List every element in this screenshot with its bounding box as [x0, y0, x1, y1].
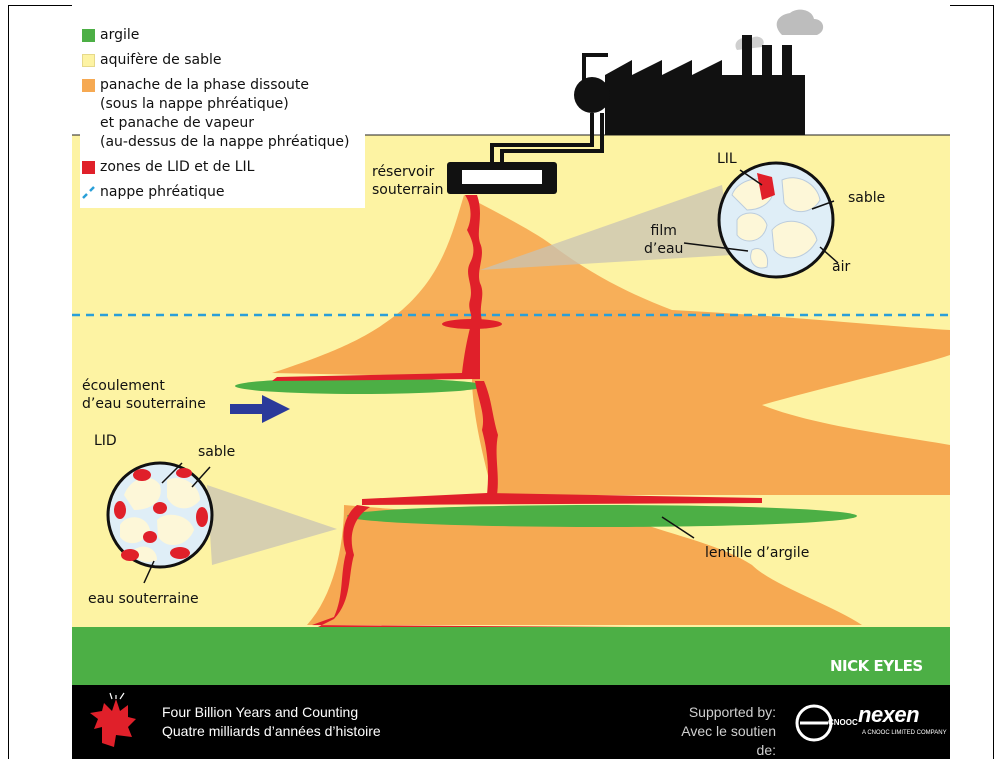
- contamination-diagram: [72, 5, 950, 759]
- legend-item-water-table: nappe phréatique: [80, 183, 365, 202]
- legend-label: aquifère de sable: [100, 52, 222, 68]
- legend-label: et panache de vapeur: [100, 115, 255, 131]
- legend-item-napl: zones de LID et de LIL: [80, 158, 365, 177]
- plume-swatch: [82, 79, 95, 92]
- supported-fr: Avec le soutien de:: [681, 723, 776, 758]
- water-table-swatch: [82, 186, 95, 199]
- title-fr: Quatre milliards d’années d’histoire: [162, 723, 381, 739]
- groundwater-label: eau souterraine: [88, 591, 199, 607]
- zoom-cone-lower: [207, 485, 337, 565]
- lil-label: LIL: [717, 151, 737, 167]
- legend-label: panache de la phase dissoute: [100, 77, 310, 93]
- zoom-circle-saturated: [106, 461, 214, 569]
- sable-bottom-label: sable: [198, 444, 236, 460]
- legend-item-clay: argile: [80, 26, 365, 45]
- legend-item-sand: aquifère de sable: [80, 51, 365, 70]
- clay-swatch: [82, 29, 95, 42]
- dissolved-plume-lower: [307, 505, 862, 625]
- air-label: air: [832, 259, 851, 275]
- clay-lens-label: lentille d’argile: [705, 545, 810, 561]
- dissolved-plume-upper: [272, 310, 950, 495]
- legend-label: (au-dessus de la nappe phréatique): [100, 134, 350, 150]
- sand-swatch: [82, 54, 95, 67]
- zoom-cone-upper: [480, 185, 732, 270]
- credit-label: NICK EYLES: [830, 657, 923, 675]
- nexen-logo: nexen: [858, 702, 920, 727]
- factory-icon: [490, 9, 824, 165]
- supported-en: Supported by:: [688, 704, 776, 720]
- legend-label: zones de LID et de LIL: [100, 159, 255, 175]
- sable-top-label: sable: [848, 190, 886, 206]
- legend: argile aquifère de sable panache de la p…: [80, 26, 365, 208]
- nexen-subtitle: A CNOOC LIMITED COMPANY: [862, 730, 947, 736]
- upper-clay-lens: [235, 378, 485, 394]
- leader-lines: [143, 169, 839, 584]
- lid-label: LID: [94, 433, 117, 449]
- title-en: Four Billion Years and Counting: [162, 704, 359, 720]
- legend-label: nappe phréatique: [100, 184, 225, 200]
- lower-clay-lens: [347, 505, 857, 527]
- cnooc-label: CNOOC: [828, 718, 858, 727]
- maple-leaf-logo: [90, 692, 136, 747]
- groundwater-flow-arrow: [230, 395, 290, 423]
- footer-title: Four Billion Years and Counting Quatre m…: [162, 703, 381, 741]
- clay-base: [72, 627, 950, 685]
- legend-item-plume: panache de la phase dissoute (sous la na…: [80, 76, 365, 152]
- underground-tank: [447, 162, 557, 194]
- legend-label: (sous la nappe phréatique): [100, 96, 289, 112]
- napl-zone: [272, 195, 762, 631]
- supported-by: Supported by: Avec le soutien de:: [660, 703, 776, 760]
- napl-swatch: [82, 161, 95, 174]
- cnooc-logo: [795, 704, 833, 742]
- zoom-circle-vadose: [717, 161, 835, 279]
- legend-label: argile: [100, 27, 140, 43]
